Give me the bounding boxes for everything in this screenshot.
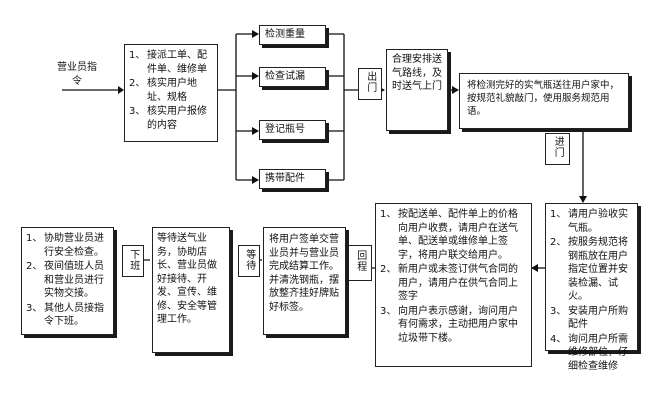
install-item-number: 3、 — [550, 305, 567, 317]
collect-list: 1、按配送单、配件单上的价格向用户收费，请用户在送气单、配送单或维修单上签字，将… — [380, 208, 527, 345]
final-box: 1、协助营业员进行安全检查。2、夜间值班人员和营业员进行实物交接。3、其他人员接… — [21, 227, 114, 335]
install-item-number: 2、 — [550, 237, 567, 248]
route-box: 合理安排送气路线，及时送气上门 — [386, 49, 448, 131]
arrowhead — [252, 72, 259, 80]
deliver-text: 将检测完好的实气瓶送往用户家中，按规范礼貌敲门，使用服务规范用语。 — [467, 80, 620, 117]
deliver-box: 将检测完好的实气瓶送往用户家中，按规范礼貌敲门，使用服务规范用语。 — [459, 73, 629, 129]
connector-wait: 等待 — [238, 245, 260, 277]
check-carry-parts: 携带配件 — [259, 169, 326, 189]
install-item-number: 4、 — [550, 333, 567, 345]
arrowhead — [531, 264, 538, 272]
check-register-number: 登记瓶号 — [259, 120, 326, 140]
collect-item-text: 按配送单、配件单上的价格向用户收费，请用户在送气单、配送单或维修单上签字，将用户… — [398, 209, 518, 261]
check-leak-test-label: 检查试漏 — [265, 71, 305, 82]
arrowhead — [452, 86, 459, 94]
arrowhead — [118, 86, 124, 94]
final-item-text: 协助营业员进行安全检查。 — [44, 233, 104, 258]
final-item-number: 1、 — [26, 233, 43, 244]
install-item: 4、询问用户所需维修部位，仔细检查维修 — [550, 333, 633, 374]
connector-off-duty-label: 下班 — [127, 249, 139, 271]
connector-return: 回程 — [348, 245, 372, 281]
task-item-text: 核实用户报修的内容 — [147, 106, 207, 131]
connector-exit-label: 出门 — [364, 71, 376, 93]
task-item: 1、接派工单、配件单、维修单 — [129, 49, 213, 76]
final-item-number: 3、 — [26, 302, 43, 314]
collect-item: 1、按配送单、配件单上的价格向用户收费，请用户在送气单、配送单或维修单上签字，将… — [380, 208, 527, 262]
connector-off-duty: 下班 — [122, 245, 144, 277]
install-list: 1、请用户验收实气瓶。2、按服务规范将钢瓶放在用户指定位置并安装检漏、试火。3、… — [550, 208, 633, 373]
check-inspect-weight-label: 检测重量 — [265, 29, 305, 40]
arrowhead — [252, 127, 259, 135]
collect-item-number: 1、 — [380, 209, 397, 220]
collect-item: 2、新用户或未签订供气合同的用户，请用户在供气合同上签字 — [380, 263, 527, 304]
task-item-number: 3、 — [129, 106, 146, 117]
install-item: 2、按服务规范将钢瓶放在用户指定位置并安装检漏、试火。 — [550, 236, 633, 304]
task-item: 3、核实用户报修的内容 — [129, 105, 213, 132]
install-item-number: 1、 — [550, 209, 567, 220]
install-item-text: 请用户验收实气瓶。 — [568, 209, 628, 234]
arrowhead — [579, 196, 587, 203]
check-carry-parts-label: 携带配件 — [265, 173, 305, 184]
standby-box: 等待送气业务，协助店长、营业员做好接待、开发、宣传、维修、安全等管理工作。 — [152, 227, 230, 353]
connector-enter-label: 进门 — [552, 136, 564, 158]
settle-box: 将用户签单交营业员并与营业员完成结算工作。并清洗钢瓶，摆放整齐挂好牌贴好标签。 — [263, 227, 346, 335]
check-inspect-weight: 检测重量 — [259, 25, 326, 45]
install-item: 1、请用户验收实气瓶。 — [550, 208, 633, 235]
collect-item-text: 新用户或未签订供气合同的用户，请用户在供气合同上签字 — [398, 264, 518, 302]
task-item-text: 接派工单、配件单、维修单 — [147, 50, 207, 75]
install-item-text: 按服务规范将钢瓶放在用户指定位置并安装检漏、试火。 — [568, 237, 628, 302]
final-item: 3、其他人员接指令下班。 — [26, 302, 109, 329]
install-box: 1、请用户验收实气瓶。2、按服务规范将钢瓶放在用户指定位置并安装检漏、试火。3、… — [545, 203, 638, 372]
standby-text: 等待送气业务，协助店长、营业员做好接待、开发、宣传、维修、安全等管理工作。 — [157, 233, 217, 325]
install-item: 3、安装用户所购配件 — [550, 305, 633, 332]
connector-return-label: 回程 — [354, 250, 366, 272]
final-item-text: 夜间值班人员和营业员进行实物交接。 — [44, 261, 104, 299]
final-list: 1、协助营业员进行安全检查。2、夜间值班人员和营业员进行实物交接。3、其他人员接… — [26, 232, 109, 329]
connector-exit: 出门 — [358, 68, 382, 100]
collect-item-text: 向用户表示感谢，询问用户有何需求，主动把用户家中垃圾带下楼。 — [398, 305, 518, 344]
final-item: 2、夜间值班人员和营业员进行实物交接。 — [26, 260, 109, 301]
operator-text: 营业员指令 — [57, 62, 97, 87]
route-text: 合理安排送气路线，及时送气上门 — [392, 54, 442, 92]
collect-item: 3、向用户表示感谢，询问用户有何需求，主动把用户家中垃圾带下楼。 — [380, 305, 527, 346]
arrowhead — [252, 30, 259, 38]
connector-wait-label: 等待 — [243, 249, 255, 271]
task-item-number: 1、 — [129, 50, 146, 61]
install-item-text: 询问用户所需维修部位，仔细检查维修 — [568, 333, 628, 372]
collect-item-number: 2、 — [380, 264, 397, 275]
arrowhead — [252, 176, 259, 184]
connector-enter: 进门 — [545, 133, 570, 165]
task-item: 2、核实用户地址、规格 — [129, 77, 213, 104]
final-item-text: 其他人员接指令下班。 — [44, 302, 104, 328]
final-item-number: 2、 — [26, 261, 43, 272]
collect-item-number: 3、 — [380, 305, 397, 317]
task-item-number: 2、 — [129, 78, 146, 89]
task-item-text: 核实用户地址、规格 — [147, 78, 197, 103]
check-leak-test: 检查试漏 — [259, 67, 326, 87]
settle-text: 将用户签单交营业员并与营业员完成结算工作。并清洗钢瓶，摆放整齐挂好牌贴好标签。 — [269, 234, 339, 313]
check-register-number-label: 登记瓶号 — [265, 124, 305, 135]
collect-box: 1、按配送单、配件单上的价格向用户收费，请用户在送气单、配送单或维修单上签字，将… — [375, 203, 532, 367]
operator-label: 营业员指令 — [56, 61, 98, 89]
install-item-text: 安装用户所购配件 — [568, 305, 628, 331]
final-item: 1、协助营业员进行安全检查。 — [26, 232, 109, 259]
